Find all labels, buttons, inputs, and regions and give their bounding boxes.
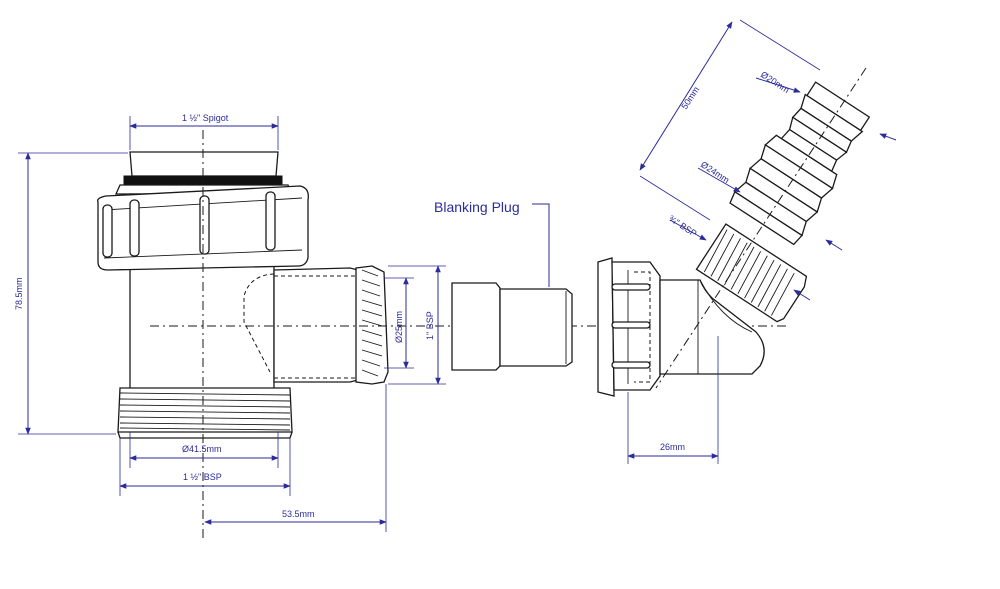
dim-bsp-34: ¾" BSP	[667, 213, 699, 238]
blanking-plug-label: Blanking Plug	[434, 199, 520, 215]
tee-fitting	[97, 130, 790, 540]
dim-bsp-15: 1 ½" BSP	[183, 472, 222, 482]
dim-spigot: 1 ½" Spigot	[182, 113, 229, 123]
dim-dia-41: Ø41.5mm	[182, 444, 222, 454]
blanking-plug-callout: Blanking Plug	[434, 199, 550, 287]
dim-dia-25: Ø25mm	[394, 311, 404, 343]
hose-connector	[597, 67, 871, 397]
blanking-plug	[451, 282, 573, 371]
dim-offset: 53.5mm	[282, 509, 315, 519]
dim-height: 78.5mm	[14, 277, 24, 310]
dim-len-26: 26mm	[660, 442, 685, 452]
dim-dia-20: Ø20mm	[759, 69, 791, 95]
dim-len-50: 50mm	[679, 85, 701, 111]
dim-bsp-1: 1" BSP	[425, 311, 435, 340]
dim-dia-24: Ø24mm	[699, 159, 731, 185]
